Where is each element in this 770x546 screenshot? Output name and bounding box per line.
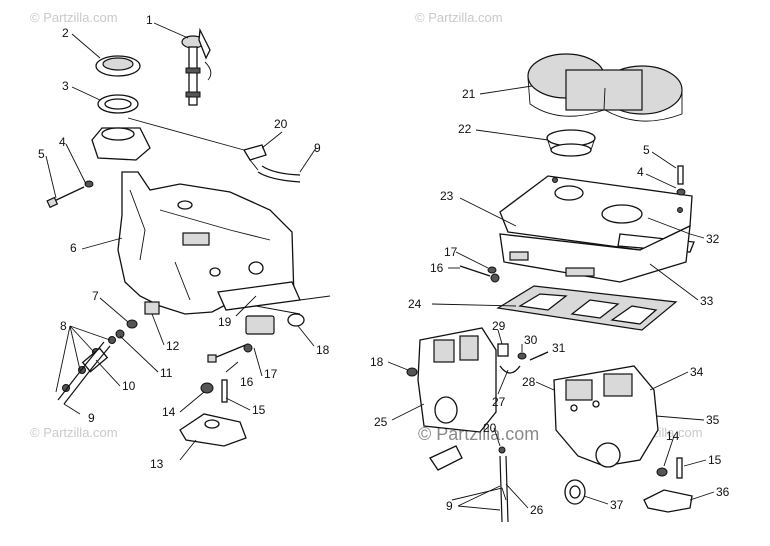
part-22-intake-boot[interactable]	[546, 129, 596, 157]
part-26-drain-hose[interactable]	[499, 455, 509, 523]
watermark-top-right: © Partzilla.com	[415, 10, 503, 25]
callout-1: 1	[146, 13, 153, 27]
leader-lines	[45, 22, 715, 511]
callout-22: 22	[458, 122, 472, 136]
part-27-clip[interactable]	[499, 365, 521, 374]
part-15-bolt-right[interactable]	[676, 457, 683, 479]
callout-11: 11	[160, 366, 173, 380]
part-9-fuel-hose[interactable]	[57, 341, 111, 405]
part-28-lower-box-right[interactable]	[553, 365, 659, 468]
part-4-washer-right[interactable]	[676, 188, 686, 196]
part-21-air-filter[interactable]	[527, 53, 683, 122]
callout-3: 3	[62, 79, 69, 93]
callout-17-right: 17	[444, 245, 458, 259]
callout-37: 37	[610, 498, 624, 512]
callout-21: 21	[462, 87, 476, 101]
callout-31: 31	[552, 341, 566, 355]
fuel-tank-assembly	[46, 27, 305, 447]
part-4-washer[interactable]	[84, 180, 94, 188]
part-15-bolt[interactable]	[221, 379, 228, 403]
part-37-grommet[interactable]	[564, 479, 586, 505]
callout-28: 28	[522, 375, 536, 389]
part-20-drain-elbow[interactable]	[429, 445, 506, 471]
part-17-grommet[interactable]	[243, 315, 275, 353]
part-9-vent-hose[interactable]	[257, 165, 301, 183]
callout-5: 5	[38, 147, 45, 161]
callout-26: 26	[530, 503, 544, 517]
callout-13: 13	[150, 457, 164, 471]
callout-9-right: 9	[446, 499, 453, 513]
callout-30: 30	[524, 333, 538, 347]
part-1-fuel-gauge[interactable]	[181, 27, 212, 106]
callout-14-right: 14	[666, 429, 680, 443]
filler-neck	[91, 127, 151, 161]
callout-32: 32	[706, 232, 720, 246]
part-5-screw[interactable]	[46, 186, 85, 209]
callout-2: 2	[62, 26, 69, 40]
part-18-nut-right[interactable]	[406, 367, 418, 377]
callout-16-right: 16	[430, 261, 444, 275]
watermark-top-left: © Partzilla.com	[30, 10, 118, 25]
callout-labels: 1 2 3 4 5 6 7 8 9 10 11 12 13 14 15 16 1…	[38, 13, 730, 517]
callout-23: 23	[440, 189, 454, 203]
part-5-screw-right[interactable]	[677, 165, 684, 185]
callout-4-right: 4	[637, 165, 644, 179]
callout-18: 18	[316, 343, 330, 357]
callout-25: 25	[374, 415, 388, 429]
callout-9-vent: 9	[314, 141, 321, 155]
callout-4: 4	[59, 135, 66, 149]
part-36-mount-bracket[interactable]	[643, 489, 693, 513]
callout-10: 10	[122, 379, 136, 393]
callout-27: 27	[492, 395, 506, 409]
callout-7: 7	[92, 289, 99, 303]
part-33-upper-housing[interactable]	[499, 224, 691, 283]
part-30-washer[interactable]	[517, 352, 527, 360]
callout-9-left: 9	[88, 411, 95, 425]
callout-24: 24	[408, 297, 422, 311]
callout-6: 6	[70, 241, 77, 255]
part-3-gasket[interactable]	[97, 94, 139, 114]
callout-16: 16	[240, 375, 254, 389]
part-17-washer-right[interactable]	[487, 266, 497, 274]
watermark-bottom-left: © Partzilla.com	[30, 425, 118, 440]
callout-20-right: 20	[483, 421, 497, 435]
part-7-fitting[interactable]	[115, 319, 138, 339]
part-14-nut[interactable]	[200, 382, 214, 394]
callout-15: 15	[252, 403, 266, 417]
callout-12: 12	[166, 339, 180, 353]
callout-29: 29	[492, 319, 506, 333]
callout-15-right: 15	[708, 453, 722, 467]
vent-line	[127, 117, 245, 151]
part-20-vent-elbow[interactable]	[243, 144, 267, 171]
part-12-valve[interactable]	[144, 301, 160, 315]
callout-8: 8	[60, 319, 67, 333]
callout-17: 17	[264, 367, 278, 381]
part-9-hose-right[interactable]	[451, 487, 507, 501]
part-16-bolt[interactable]	[207, 343, 249, 363]
part-13-mount-bracket[interactable]	[179, 413, 247, 447]
callout-33: 33	[700, 294, 714, 308]
part-6-fuel-tank[interactable]	[117, 171, 295, 315]
part-25-lower-box-left[interactable]	[417, 327, 497, 433]
callout-14: 14	[162, 405, 176, 419]
callout-18-right: 18	[370, 355, 384, 369]
callout-19: 19	[218, 315, 232, 329]
part-10-fuel-filter[interactable]	[81, 347, 109, 373]
callout-5-right: 5	[643, 143, 650, 157]
callout-36: 36	[716, 485, 730, 499]
part-18-bushing[interactable]	[287, 313, 305, 327]
callout-20: 20	[274, 117, 288, 131]
part-16-bolt-right[interactable]	[459, 265, 500, 283]
part-24-screen-plate[interactable]	[496, 285, 678, 331]
part-2-tank-cap[interactable]	[95, 55, 141, 77]
callout-34: 34	[690, 365, 704, 379]
part-14-nut-right[interactable]	[656, 467, 668, 477]
part-29-bracket[interactable]	[497, 343, 509, 357]
callout-35: 35	[706, 413, 720, 427]
air-box-assembly	[406, 53, 695, 523]
